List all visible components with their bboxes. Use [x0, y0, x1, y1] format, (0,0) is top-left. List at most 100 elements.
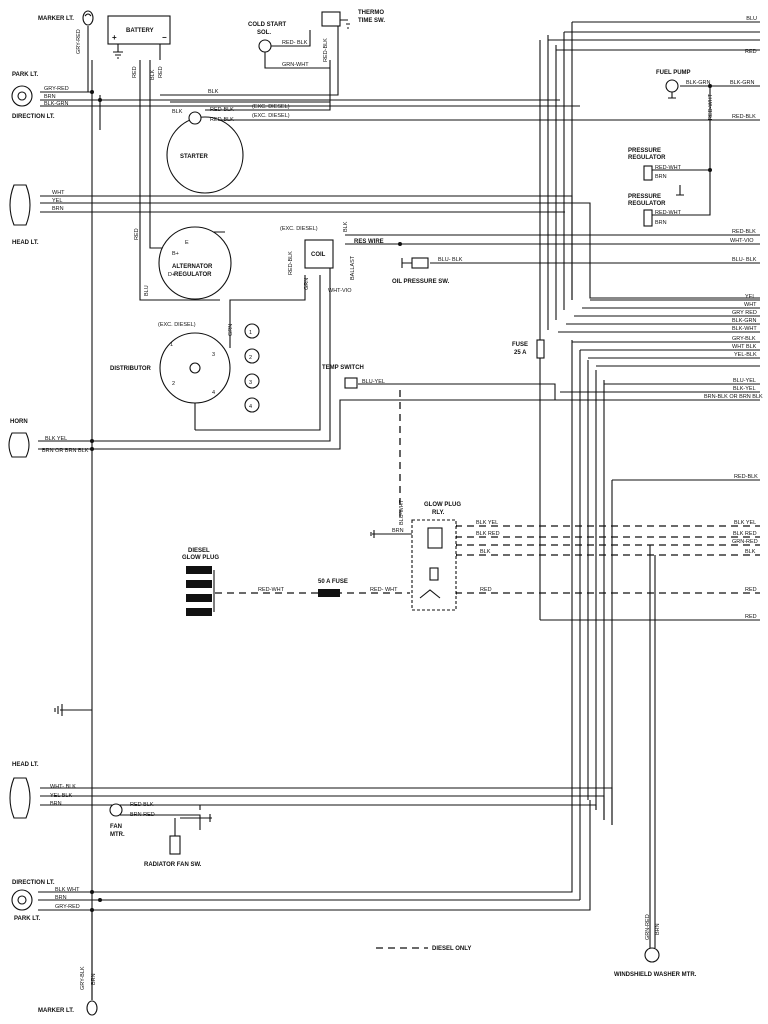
- windshield-washer-motor: WINDSHIELD WASHER MTR. GRN-RED BRN: [614, 910, 697, 978]
- svg-text:BLK: BLK: [208, 89, 219, 95]
- svg-text:COIL: COIL: [311, 252, 326, 258]
- svg-text:BALLAST: BALLAST: [350, 255, 356, 280]
- svg-text:BLK RED: BLK RED: [733, 531, 757, 537]
- svg-text:SOL.: SOL.: [257, 30, 271, 36]
- alternator-regulator: ALTERNATOR REGULATOR B+ E D+ RED BLU: [134, 226, 232, 300]
- svg-text:WHT: WHT: [744, 302, 757, 308]
- fan-motor: FAN MTR. RED BLK BRN RED: [109, 802, 155, 838]
- svg-text:COLD START: COLD START: [248, 22, 287, 28]
- svg-text:DIESEL ONLY: DIESEL ONLY: [432, 946, 471, 952]
- svg-text:BLK: BLK: [480, 549, 491, 555]
- svg-text:RED-BLK: RED-BLK: [288, 251, 294, 275]
- svg-text:TIME SW.: TIME SW.: [358, 18, 385, 24]
- marker-light-bottom: MARKER LT. GRY-BLK BRN: [38, 966, 98, 1016]
- svg-text:GRY-BLK: GRY-BLK: [80, 966, 86, 990]
- svg-text:50 A FUSE: 50 A FUSE: [318, 579, 348, 585]
- svg-text:3: 3: [249, 380, 252, 386]
- svg-text:BLK-GRN: BLK-GRN: [732, 318, 756, 324]
- svg-text:−: −: [162, 33, 167, 42]
- svg-text:(EXC. DIESEL): (EXC. DIESEL): [158, 322, 196, 328]
- svg-text:BRN: BRN: [392, 528, 404, 534]
- svg-text:RADIATOR FAN SW.: RADIATOR FAN SW.: [144, 862, 202, 868]
- oil-pressure-switch: OIL PRESSURE SW. BLU- BLK: [392, 257, 463, 285]
- diesel-glow-plugs: DIESEL GLOW PLUG RED-WHT RED- WHT: [182, 548, 398, 616]
- svg-text:E: E: [185, 240, 189, 246]
- svg-text:GRN-WHT: GRN-WHT: [282, 62, 309, 68]
- svg-text:REGULATOR: REGULATOR: [628, 155, 666, 161]
- svg-text:RED: RED: [745, 614, 757, 620]
- svg-text:(EXC. DIESEL): (EXC. DIESEL): [252, 104, 290, 110]
- svg-text:BRN: BRN: [91, 973, 97, 985]
- svg-text:GRY-RED: GRY-RED: [76, 29, 82, 54]
- svg-text:YEL BLK: YEL BLK: [50, 793, 72, 799]
- svg-text:BLK-YEL: BLK-YEL: [733, 386, 756, 392]
- svg-text:DIESEL: DIESEL: [188, 548, 210, 554]
- svg-text:WHT: WHT: [52, 190, 65, 196]
- svg-text:1: 1: [170, 342, 173, 348]
- svg-text:BLK-GRN: BLK-GRN: [44, 101, 68, 107]
- svg-text:GRY-RED: GRY-RED: [55, 904, 80, 910]
- thermo-time-switch: THERMO TIME SW. RED-BLK: [321, 10, 385, 62]
- svg-text:BLU- BLK: BLU- BLK: [438, 257, 463, 263]
- svg-text:GRN: GRN: [228, 324, 234, 336]
- svg-text:BRN: BRN: [55, 895, 67, 901]
- svg-text:BLU-YEL: BLU-YEL: [733, 378, 756, 384]
- svg-text:BRN: BRN: [655, 923, 661, 935]
- svg-text:RED-BLK: RED-BLK: [734, 474, 758, 480]
- svg-text:BLK: BLK: [172, 109, 183, 115]
- svg-text:2: 2: [249, 355, 252, 361]
- svg-text:BLK: BLK: [150, 69, 156, 80]
- svg-text:OIL PRESSURE SW.: OIL PRESSURE SW.: [392, 279, 450, 285]
- svg-text:RED-BLK: RED-BLK: [323, 38, 329, 62]
- svg-text:FUEL PUMP: FUEL PUMP: [656, 70, 691, 76]
- svg-text:1: 1: [249, 330, 252, 336]
- svg-text:RED: RED: [134, 228, 140, 240]
- legend: DIESEL ONLY: [376, 946, 471, 952]
- horn: HORN BLK YEL BRN OR BRN BLK: [8, 419, 89, 458]
- svg-text:PARK LT.: PARK LT.: [14, 916, 40, 922]
- svg-text:WHT- BLK: WHT- BLK: [50, 784, 76, 790]
- starter: STARTER BLK BLK (EXC. DIESEL) (EXC. DIES…: [166, 89, 290, 194]
- svg-text:YEL: YEL: [745, 294, 755, 300]
- svg-text:BRN: BRN: [655, 174, 667, 180]
- pressure-regulator-1: PRESSURE REGULATOR RED-WHT BRN: [628, 148, 682, 181]
- svg-text:GLOW PLUG: GLOW PLUG: [424, 502, 461, 508]
- svg-text:RED- WHT: RED- WHT: [370, 587, 398, 593]
- pressure-regulator-2: PRESSURE REGULATOR RED-WHT BRN: [628, 185, 684, 227]
- svg-text:BLK: BLK: [343, 221, 349, 232]
- svg-text:RED: RED: [745, 49, 757, 55]
- svg-text:GRY RED: GRY RED: [732, 310, 757, 316]
- svg-text:4: 4: [249, 404, 252, 410]
- svg-text:BATTERY: BATTERY: [126, 28, 154, 34]
- svg-text:RES WIRE: RES WIRE: [354, 239, 384, 245]
- svg-text:RED: RED: [745, 587, 757, 593]
- ignition-coil: COIL (EXC. DIESEL) RED-BLK BLK GRN WHT-V…: [280, 221, 384, 294]
- svg-text:GLOW PLUG: GLOW PLUG: [182, 555, 219, 561]
- svg-text:GRN-RED: GRN-RED: [645, 914, 651, 940]
- svg-text:BLK YEL: BLK YEL: [476, 520, 498, 526]
- svg-text:WHT-VIO: WHT-VIO: [328, 288, 352, 294]
- svg-text:GRY-BLK: GRY-BLK: [732, 336, 756, 342]
- svg-text:RLY.: RLY.: [432, 510, 445, 516]
- svg-text:HEAD LT.: HEAD LT.: [12, 762, 39, 768]
- diesel-only-wiring: [215, 390, 760, 594]
- svg-text:THERMO: THERMO: [358, 10, 384, 16]
- svg-text:BLK-WHT: BLK-WHT: [732, 326, 757, 332]
- svg-text:BRN: BRN: [655, 220, 667, 226]
- cold-start-solenoid: COLD START SOL. RED- BLK GRN-WHT: [248, 22, 330, 69]
- svg-text:RED- BLK: RED- BLK: [282, 40, 308, 46]
- svg-text:2: 2: [172, 381, 175, 387]
- svg-text:REGULATOR: REGULATOR: [174, 272, 212, 278]
- svg-text:RED-BLK: RED-BLK: [210, 107, 234, 113]
- fuse-50a: 50 A FUSE: [318, 579, 348, 597]
- svg-text:RED: RED: [480, 587, 492, 593]
- marker-light-top: MARKER LT. GRY-RED: [38, 10, 94, 54]
- park-light-bottom: DIRECTION LT. PARK LT. BLK WHT BRN GRY-R…: [11, 880, 80, 922]
- svg-text:BRN-BLK OR BRN BLK: BRN-BLK OR BRN BLK: [704, 394, 763, 400]
- fuse-25a: FUSE 25 A: [512, 339, 545, 359]
- svg-text:+: +: [112, 33, 117, 42]
- svg-text:(EXC. DIESEL): (EXC. DIESEL): [280, 226, 318, 232]
- glow-plug-relay: GLOW PLUG RLY. BLU-WHT BRN BLK YEL BLK R…: [370, 499, 500, 611]
- svg-text:BLK-GRN: BLK-GRN: [686, 80, 710, 86]
